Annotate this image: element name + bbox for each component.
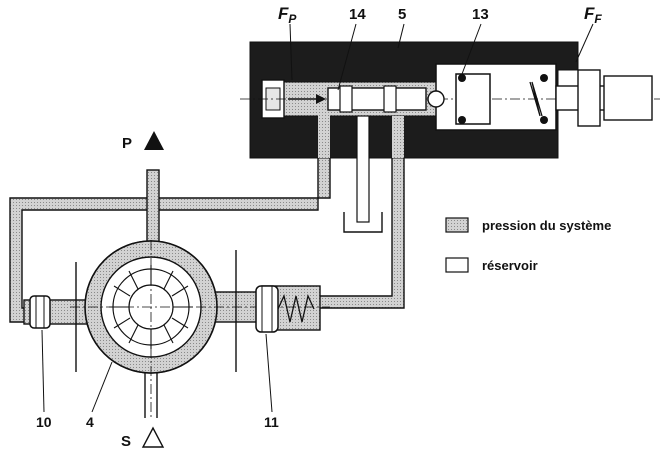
legend-swatch-reservoir bbox=[445, 257, 469, 273]
label-ff: FF bbox=[584, 4, 602, 26]
valve-spring bbox=[529, 81, 543, 117]
suction-pipe bbox=[144, 372, 158, 418]
housing-walls bbox=[75, 250, 237, 372]
label-fp: FP bbox=[278, 4, 297, 26]
label-p: P bbox=[122, 135, 132, 152]
label-14: 14 bbox=[349, 6, 366, 23]
label-4: 4 bbox=[86, 414, 94, 430]
pressure-pipe-p bbox=[146, 169, 160, 251]
piston-11 bbox=[255, 285, 279, 333]
piston bbox=[455, 73, 491, 125]
label-11: 11 bbox=[264, 414, 279, 430]
piston-10 bbox=[29, 295, 51, 329]
reservoir-symbol bbox=[343, 212, 383, 233]
suction-arrow-icon bbox=[141, 426, 165, 448]
legend-swatch-pressure bbox=[445, 217, 469, 233]
valve-block bbox=[240, 41, 660, 223]
label-10: 10 bbox=[36, 414, 52, 430]
label-s: S bbox=[121, 433, 131, 450]
pump bbox=[70, 240, 330, 420]
piston-11-spring bbox=[277, 294, 315, 323]
label-13: 13 bbox=[472, 6, 489, 23]
leader-lines bbox=[41, 23, 594, 413]
legend-label-reservoir: réservoir bbox=[482, 258, 538, 273]
legend: pression du système réservoir bbox=[445, 217, 611, 273]
ball-seat bbox=[427, 90, 445, 108]
label-5: 5 bbox=[398, 6, 406, 23]
pressure-arrow-icon bbox=[144, 131, 164, 150]
legend-label-pressure: pression du système bbox=[482, 218, 611, 233]
